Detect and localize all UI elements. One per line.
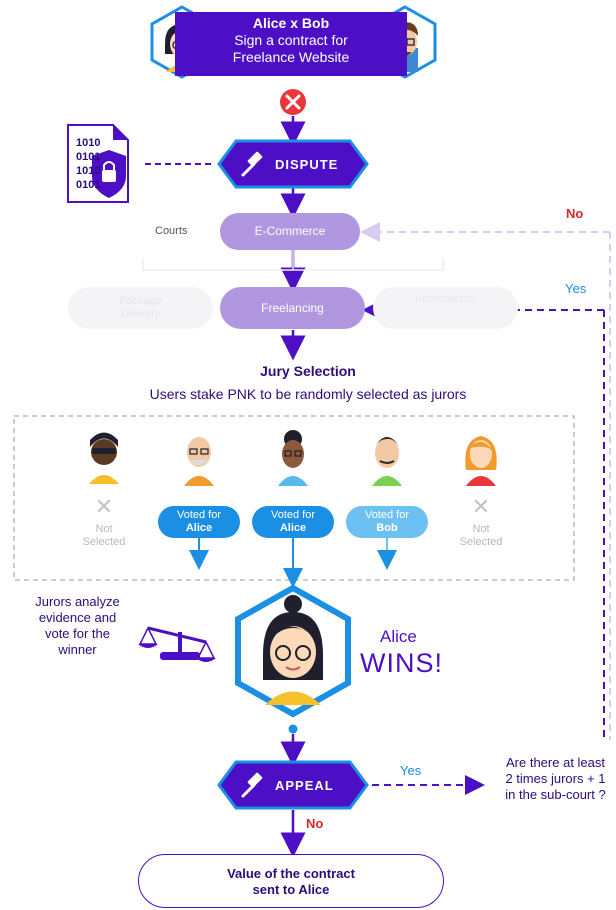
contract-line-3: Freelance Website <box>232 49 350 65</box>
vote-choice: Alice <box>185 522 213 534</box>
not-selected-icon: ✕ <box>471 494 491 519</box>
lock-icon <box>92 150 126 198</box>
analyze-line: vote for the <box>44 626 111 641</box>
scales-icon <box>138 626 216 662</box>
winner-wins: WINS! <box>360 648 443 678</box>
court-international: International <box>373 287 518 329</box>
contract-parties: Alice x Bob <box>252 15 330 31</box>
contract-line-2: Sign a contract for <box>234 32 348 48</box>
vote-line: Voted for <box>364 509 410 521</box>
appeal-label: APPEAL <box>275 778 334 793</box>
juror-1-status: Not Selected <box>74 523 134 549</box>
data-bit-row: 1010 <box>76 137 101 149</box>
alice-avatar-large <box>263 595 323 705</box>
final-outcome-box: Value of the contract sent to Alice <box>138 854 444 908</box>
juror-5-status: Not Selected <box>451 523 511 549</box>
not-selected-icon: ✕ <box>94 494 114 519</box>
status-line: Not <box>472 523 490 535</box>
appeal-question: Are there at least 2 times jurors + 1 in… <box>495 755 616 803</box>
ghost-label: International <box>415 293 476 305</box>
court-freelancing[interactable]: Freelancing <box>220 287 365 329</box>
court-freelancing-label: Freelancing <box>261 301 324 315</box>
gavel-icon-dispute <box>241 151 263 177</box>
loop-yes-label: Yes <box>565 281 587 296</box>
question-line: in the sub-court ? <box>505 787 606 802</box>
analyze-line: Jurors analyze <box>35 594 120 609</box>
juror-2-vote-badge: Voted for Alice <box>158 506 240 538</box>
analyze-line: winner <box>58 642 97 657</box>
dispute-button[interactable]: DISPUTE <box>275 157 338 172</box>
courts-label: Courts <box>155 225 188 237</box>
question-line: Are there at least <box>506 755 605 770</box>
vote-line: Voted for <box>176 509 222 521</box>
jury-selection-subtitle: Users stake PNK to be randomly selected … <box>149 386 467 402</box>
contract-banner: Alice x Bob Sign a contract for Freelanc… <box>175 12 407 76</box>
juror-4-vote-badge: Voted for Bob <box>346 506 428 538</box>
jury-selection-title: Jury Selection <box>260 363 356 379</box>
data-card-bits: 1010 0101 1010 0101 <box>76 136 100 192</box>
court-package-delivery: Package Delivery <box>68 287 213 329</box>
appeal-yes-label: Yes <box>400 763 422 778</box>
data-bit-row: 0101 <box>76 151 101 163</box>
vote-choice: Bob <box>376 522 398 534</box>
juror-3-vote-badge: Voted for Alice <box>252 506 334 538</box>
appeal-button[interactable]: APPEAL <box>275 778 334 793</box>
jurors-analyze-text: Jurors analyze evidence and vote for the… <box>20 594 135 658</box>
vote-line: Voted for <box>270 509 316 521</box>
final-line-1: Value of the contract <box>227 866 355 881</box>
data-bit-row: 0101 <box>76 179 101 191</box>
court-ecommerce-label: E-Commerce <box>254 224 326 238</box>
status-line: Selected <box>459 536 503 548</box>
gavel-icon-appeal <box>241 772 263 798</box>
status-line: Not <box>95 523 113 535</box>
vote-choice: Alice <box>279 522 307 534</box>
winner-name: Alice <box>380 627 417 646</box>
loop-no-label: No <box>566 206 584 221</box>
ghost-label: Delivery <box>120 308 161 320</box>
dispute-label: DISPUTE <box>275 157 339 172</box>
question-line: 2 times jurors + 1 <box>505 771 606 786</box>
ghost-label: Package <box>119 295 162 307</box>
analyze-line: evidence and <box>38 610 117 625</box>
data-bit-row: 1010 <box>76 165 101 177</box>
final-line-2: sent to Alice <box>252 882 330 897</box>
status-line: Selected <box>82 536 126 548</box>
appeal-no-label: No <box>306 816 324 831</box>
court-ecommerce[interactable]: E-Commerce <box>220 213 360 250</box>
